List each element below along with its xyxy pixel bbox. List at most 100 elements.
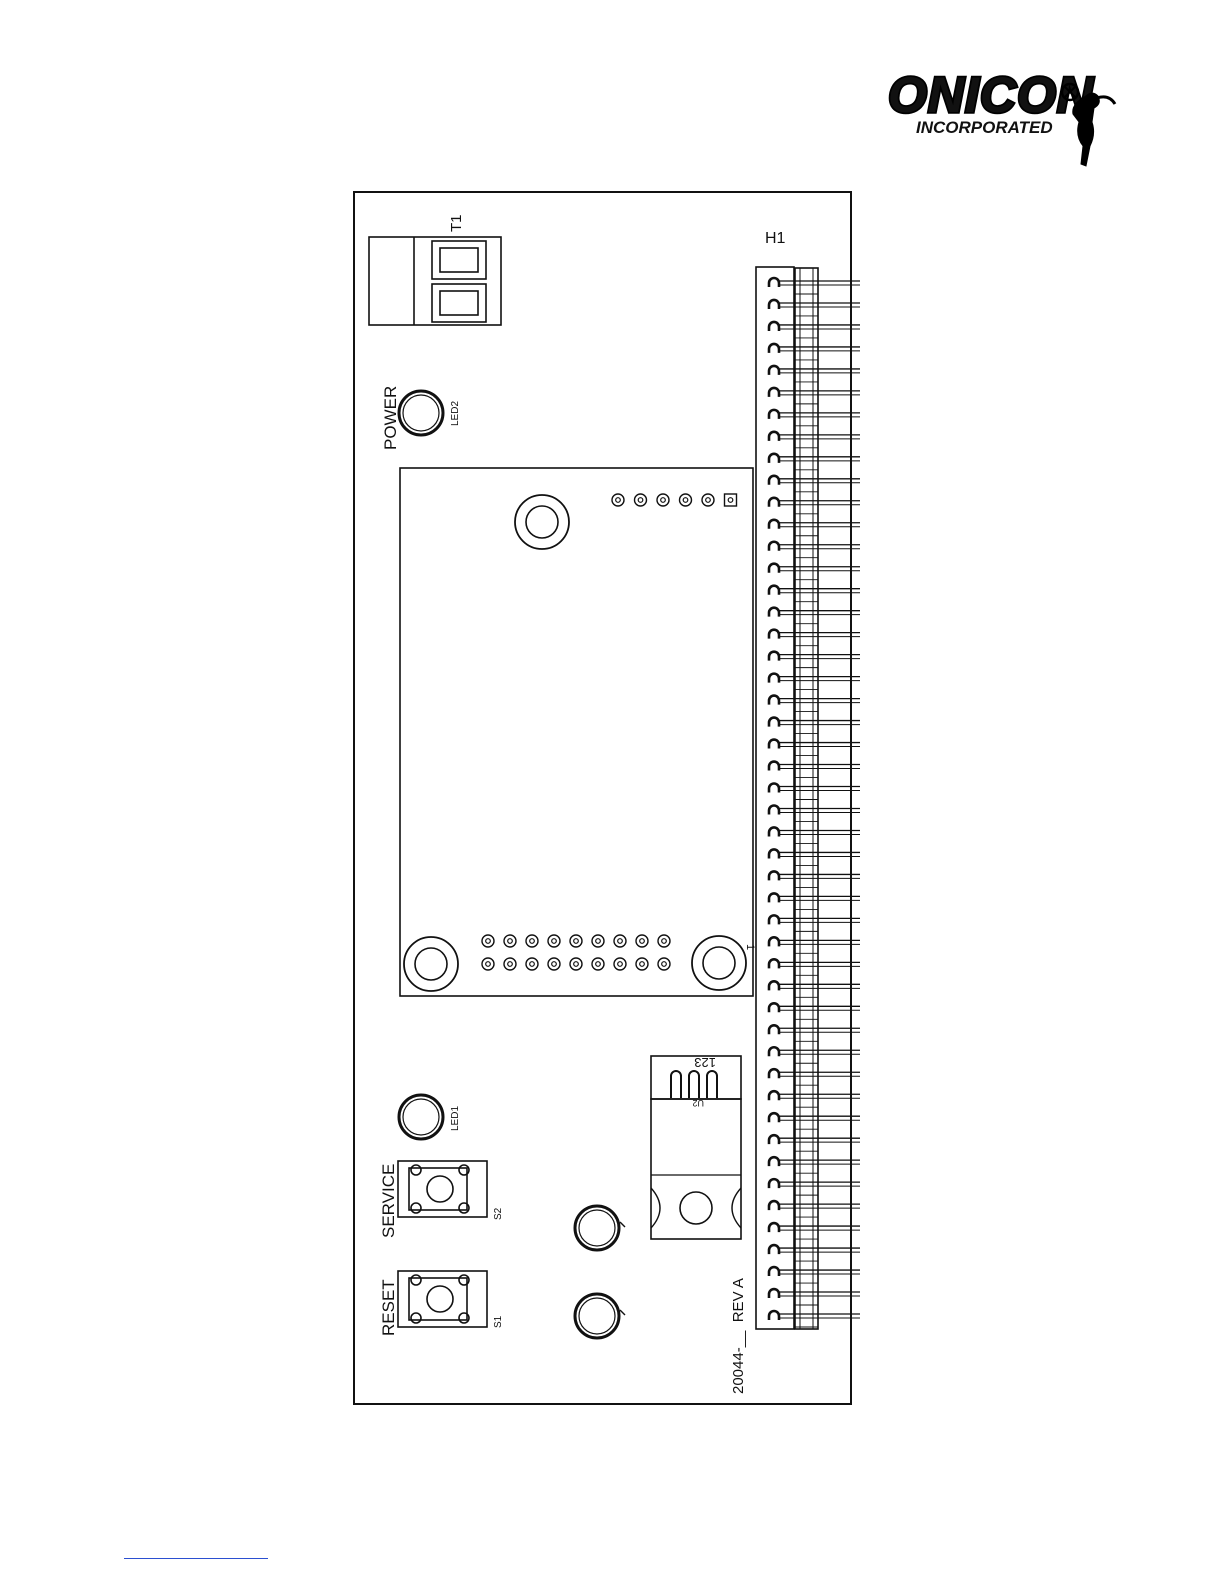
module-pad <box>548 935 560 947</box>
onicon-logo: ONICON INCORPORATED <box>888 67 1115 166</box>
header-pin <box>769 1025 860 1041</box>
module-pad <box>635 494 647 506</box>
header-pin <box>769 762 860 778</box>
header-pin <box>769 849 860 865</box>
label-module-pin1: 1 <box>744 944 756 950</box>
header-pin <box>769 937 860 953</box>
label-t1: T1 <box>448 214 465 232</box>
header-pin <box>769 1091 860 1107</box>
module-pad <box>636 958 648 970</box>
led1 <box>399 1095 443 1139</box>
module-pad <box>526 935 538 947</box>
label-power: POWER <box>381 386 400 450</box>
module-pad <box>658 935 670 947</box>
header-pin <box>769 1289 860 1305</box>
header-pin <box>769 981 860 997</box>
module-pad <box>636 935 648 947</box>
header-pin <box>769 718 860 734</box>
header-pin <box>769 1113 860 1129</box>
module-pad <box>504 935 516 947</box>
header-pin <box>769 476 860 492</box>
module-pad <box>482 935 494 947</box>
header-pin <box>769 1069 860 1085</box>
header-pin <box>769 915 860 931</box>
module-pad <box>657 494 669 506</box>
module-pad <box>612 494 624 506</box>
label-part-number: 20044-__ REV A <box>730 1278 747 1394</box>
header-pin <box>769 322 860 338</box>
header-pin <box>769 498 860 514</box>
module-pad <box>504 958 516 970</box>
header-pin <box>769 454 860 470</box>
module-pad <box>614 935 626 947</box>
module-pad-grid-bottom <box>482 935 670 970</box>
communication-module <box>400 468 753 996</box>
header-pin <box>769 1135 860 1151</box>
logo-sub-text: INCORPORATED <box>916 118 1053 137</box>
header-pin-list <box>769 278 860 1327</box>
header-pin <box>769 542 860 558</box>
header-pin <box>769 366 860 382</box>
header-pin <box>769 410 860 426</box>
header-pin <box>769 278 860 294</box>
header-pin <box>769 300 860 316</box>
module-mounting-hole-top <box>515 495 569 549</box>
led2-power <box>399 391 443 435</box>
header-pin <box>769 586 860 602</box>
module-pad <box>570 935 582 947</box>
module-pad <box>570 958 582 970</box>
header-pin <box>769 827 860 843</box>
module-pad <box>526 958 538 970</box>
module-pad <box>680 494 692 506</box>
header-pin <box>769 959 860 975</box>
reset-button-s1[interactable] <box>398 1271 487 1327</box>
header-pin <box>769 344 860 360</box>
header-pin <box>769 1223 860 1239</box>
module-pad <box>702 494 714 506</box>
header-pin <box>769 1311 860 1327</box>
header-pin <box>769 630 860 646</box>
footer-link-underline <box>124 1558 268 1559</box>
module-pad <box>614 958 626 970</box>
module-pad <box>592 935 604 947</box>
module-pad <box>592 958 604 970</box>
module-pad <box>548 958 560 970</box>
header-pin <box>769 1179 860 1195</box>
header-pin <box>769 740 860 756</box>
label-h1: H1 <box>765 230 786 247</box>
label-service: SERVICE <box>379 1164 398 1238</box>
label-s1: S1 <box>493 1315 504 1328</box>
header-pin <box>769 1201 860 1217</box>
label-led1: LED1 <box>450 1106 461 1131</box>
label-u2: U2 <box>692 1098 704 1108</box>
header-pin <box>769 871 860 887</box>
label-reset: RESET <box>379 1279 398 1336</box>
header-pin <box>769 696 860 712</box>
header-pin <box>769 652 860 668</box>
module-pad <box>482 958 494 970</box>
header-pin <box>769 1157 860 1173</box>
header-pin <box>769 1047 860 1063</box>
header-pin <box>769 805 860 821</box>
service-button-s2[interactable] <box>398 1161 487 1217</box>
capacitor-upper <box>575 1206 625 1250</box>
header-connector-h1 <box>756 267 860 1329</box>
voltage-regulator-u2 <box>651 1056 741 1239</box>
header-pin <box>769 1267 860 1283</box>
module-mounting-hole-bottom-right <box>692 936 746 990</box>
module-pad-row-top <box>612 494 737 506</box>
header-pin <box>769 608 860 624</box>
label-led2: LED2 <box>450 401 461 426</box>
header-pin <box>769 674 860 690</box>
label-u2-pins: 123 <box>694 1055 716 1070</box>
module-mounting-hole-bottom-left <box>404 937 458 991</box>
label-s2: S2 <box>493 1207 504 1220</box>
header-pin <box>769 893 860 909</box>
header-pin <box>769 520 860 536</box>
board-outline <box>354 192 851 1404</box>
header-pin <box>769 564 860 580</box>
header-pin <box>769 784 860 800</box>
terminal-block-t1 <box>369 237 501 325</box>
module-pad <box>658 958 670 970</box>
